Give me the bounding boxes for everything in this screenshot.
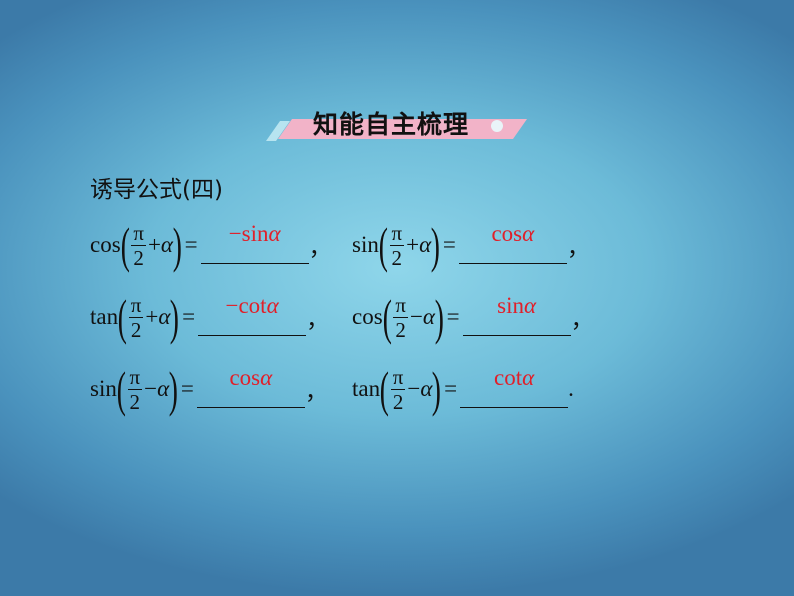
- function-name: sin: [352, 232, 379, 257]
- right-paren: ): [430, 217, 441, 273]
- left-paren: (: [117, 289, 128, 345]
- numerator: π: [128, 292, 144, 318]
- answer-alpha: α: [260, 364, 273, 390]
- punctuation: ，: [308, 235, 332, 260]
- right-paren: ): [168, 361, 179, 417]
- equals-sign: =: [446, 304, 460, 329]
- equals-sign: =: [444, 376, 458, 401]
- operator: −: [144, 376, 158, 401]
- answer-blank: −cotα: [198, 293, 307, 336]
- punctuation: ，: [306, 307, 330, 332]
- left-paren: (: [120, 217, 130, 273]
- answer-blank: cosα: [458, 221, 567, 264]
- numerator: π: [131, 220, 146, 246]
- right-paren: ): [432, 361, 442, 417]
- equals-sign: =: [180, 376, 194, 401]
- answer-blank: cotα: [460, 365, 569, 408]
- left-paren: (: [378, 217, 388, 273]
- left-paren: (: [116, 361, 126, 417]
- function-name: sin: [90, 376, 117, 401]
- numerator: π: [390, 364, 406, 390]
- answer-blank: −sinα: [200, 221, 309, 264]
- right-paren: ): [434, 289, 444, 345]
- answer-func: −cot: [225, 292, 267, 318]
- operator: +: [147, 232, 161, 257]
- answer-text: cotα: [460, 365, 568, 391]
- left-paren: (: [379, 361, 390, 417]
- alpha: α: [157, 376, 170, 401]
- left-paren: (: [382, 289, 392, 345]
- denominator: 2: [391, 245, 403, 270]
- alpha: α: [158, 304, 171, 329]
- answer-blank: sinα: [462, 293, 571, 336]
- section-heading: 诱导公式(四): [90, 177, 223, 203]
- numerator: π: [127, 364, 143, 390]
- equals-sign: =: [184, 232, 198, 257]
- answer-alpha: α: [266, 292, 279, 318]
- answer-text: sinα: [463, 293, 571, 319]
- alpha: α: [420, 376, 433, 401]
- right-paren: ): [170, 289, 180, 345]
- numerator: π: [393, 292, 408, 318]
- answer-alpha: α: [268, 220, 281, 246]
- answer-alpha: α: [522, 220, 535, 246]
- answer-text: −cotα: [198, 293, 306, 319]
- equals-sign: =: [182, 304, 196, 329]
- denominator: 2: [130, 317, 142, 342]
- alpha: α: [160, 232, 173, 257]
- denominator: 2: [395, 317, 406, 342]
- punctuation: ，: [570, 307, 594, 332]
- denominator: 2: [392, 389, 404, 414]
- section-banner: 知能自主梳理: [265, 107, 528, 141]
- function-name: cos: [352, 304, 383, 329]
- answer-func: cot: [493, 364, 523, 390]
- function-name: tan: [352, 376, 381, 401]
- denominator: 2: [133, 245, 144, 270]
- answer-alpha: α: [522, 364, 535, 390]
- answer-func: sin: [497, 292, 525, 318]
- alpha: α: [422, 304, 435, 329]
- function-name: tan: [90, 304, 119, 329]
- answer-func: cos: [229, 364, 261, 390]
- alpha: α: [419, 232, 432, 257]
- operator: −: [409, 304, 423, 329]
- punctuation: .: [568, 376, 574, 401]
- answer-blank: cosα: [196, 365, 305, 408]
- answer-func: cos: [491, 220, 523, 246]
- punctuation: ，: [566, 235, 590, 260]
- right-paren: ): [172, 217, 182, 273]
- answer-func: −sin: [228, 220, 269, 246]
- answer-text: cosα: [197, 365, 305, 391]
- equals-sign: =: [442, 232, 456, 257]
- denominator: 2: [129, 389, 141, 414]
- banner-dot: [491, 120, 503, 132]
- operator: +: [145, 304, 159, 329]
- operator: −: [407, 376, 421, 401]
- answer-alpha: α: [524, 292, 537, 318]
- function-name: cos: [90, 232, 121, 257]
- answer-text: cosα: [459, 221, 567, 247]
- banner-title: 知能自主梳理: [313, 110, 470, 139]
- numerator: π: [389, 220, 405, 246]
- operator: +: [406, 232, 420, 257]
- answer-text: −sinα: [201, 221, 309, 247]
- punctuation: ，: [304, 379, 328, 404]
